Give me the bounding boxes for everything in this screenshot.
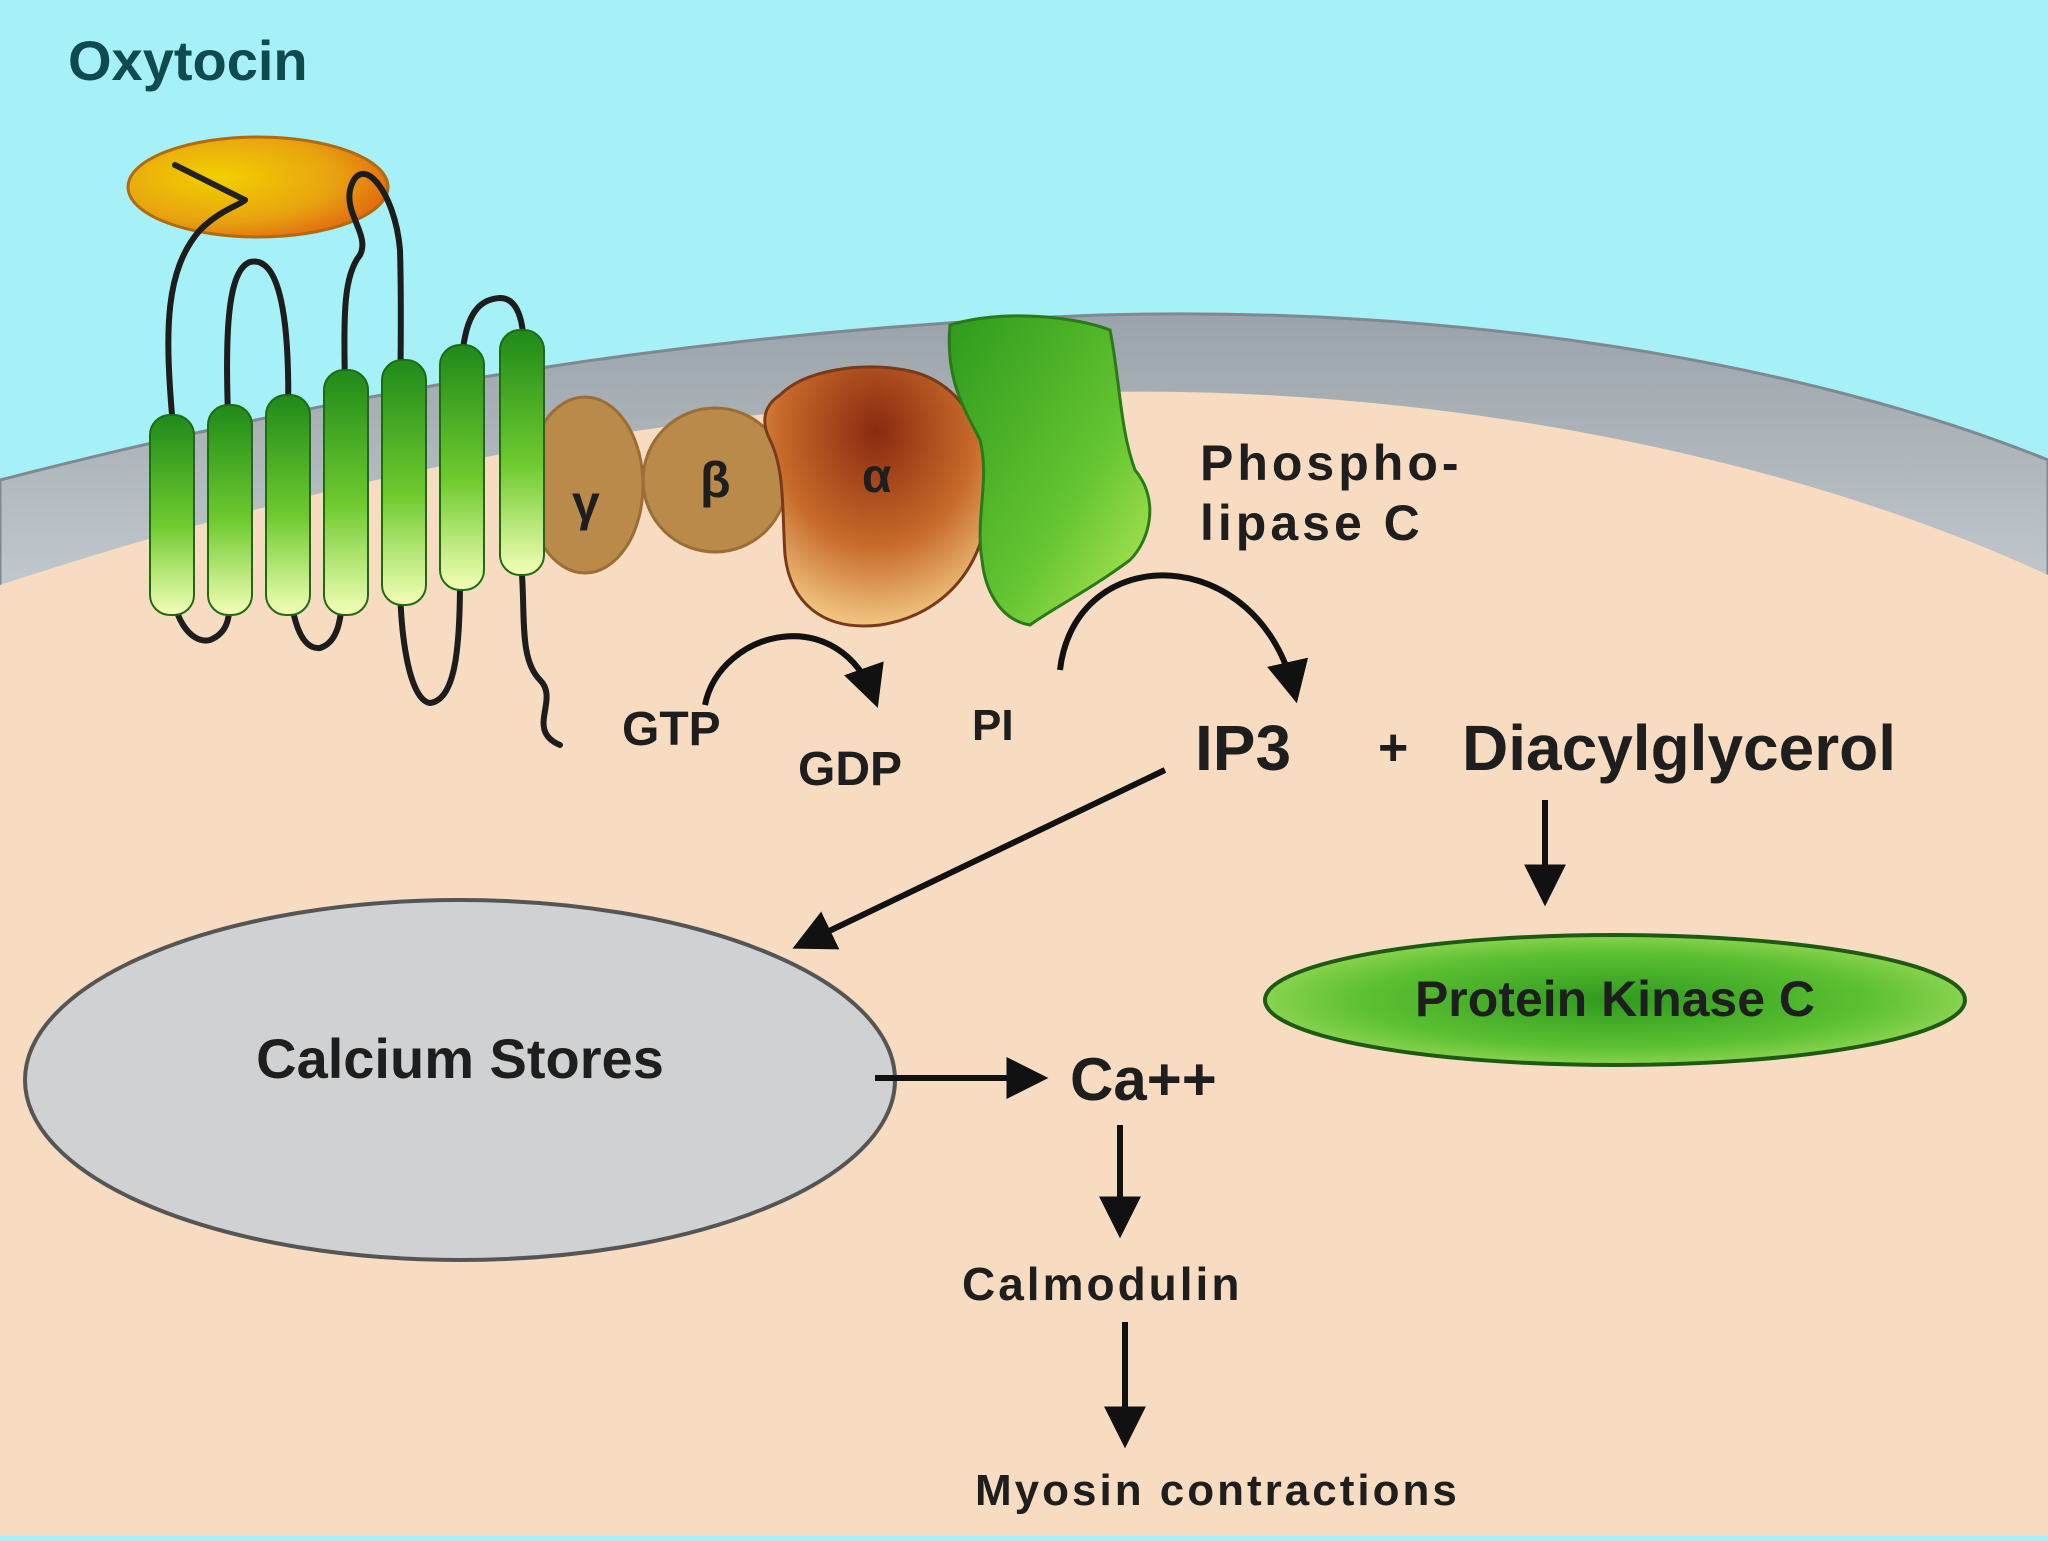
gamma-label: γ (572, 475, 600, 531)
receptor-helix-3 (265, 394, 311, 616)
gtp-to-gdp-arrow (702, 633, 884, 708)
gdp-label: GDP (798, 743, 902, 796)
oxytocin-ligand (126, 135, 390, 239)
pi-label: PI (972, 701, 1014, 750)
ip3-label: IP3 (1195, 712, 1291, 784)
protein-kinase-c (1263, 933, 1967, 1067)
calcium-stores-label: Calcium Stores (256, 1027, 664, 1090)
ip3-to-calcium-arrow (792, 767, 1167, 950)
gtp-label: GTP (622, 703, 721, 756)
plus-sign: + (1378, 719, 1408, 777)
pi-to-ip3-arrow (1057, 572, 1309, 704)
receptor-helix-6 (439, 344, 485, 591)
receptor-helix-4 (323, 369, 369, 616)
oxytocin-receptor (165, 171, 563, 748)
phospholipase-c (947, 314, 1152, 627)
calmodulin-label: Calmodulin (962, 1258, 1242, 1310)
receptor-helix-1 (149, 414, 195, 616)
ligand-binding-mark (172, 162, 248, 203)
receptor-helices (149, 329, 545, 616)
receptor-helix-7 (499, 329, 545, 576)
alpha-label: α (862, 450, 892, 503)
diacylglycerol-label: Diacylglycerol (1462, 712, 1896, 784)
pathway-arrows (702, 572, 1566, 1449)
receptor-helix-2 (207, 404, 253, 616)
beta-label: β (700, 452, 731, 508)
ca-label: Ca++ (1070, 1046, 1217, 1113)
phospholipase-label-line2: lipase C (1200, 495, 1424, 551)
protein-kinase-c-label: Protein Kinase C (1415, 971, 1815, 1027)
oxytocin-label: Oxytocin (68, 29, 308, 92)
alpha-subunit (763, 365, 990, 628)
receptor-helix-5 (381, 359, 427, 606)
phospholipase-label-line1: Phospho- (1200, 435, 1463, 491)
myosin-label: Myosin contractions (975, 1466, 1460, 1515)
